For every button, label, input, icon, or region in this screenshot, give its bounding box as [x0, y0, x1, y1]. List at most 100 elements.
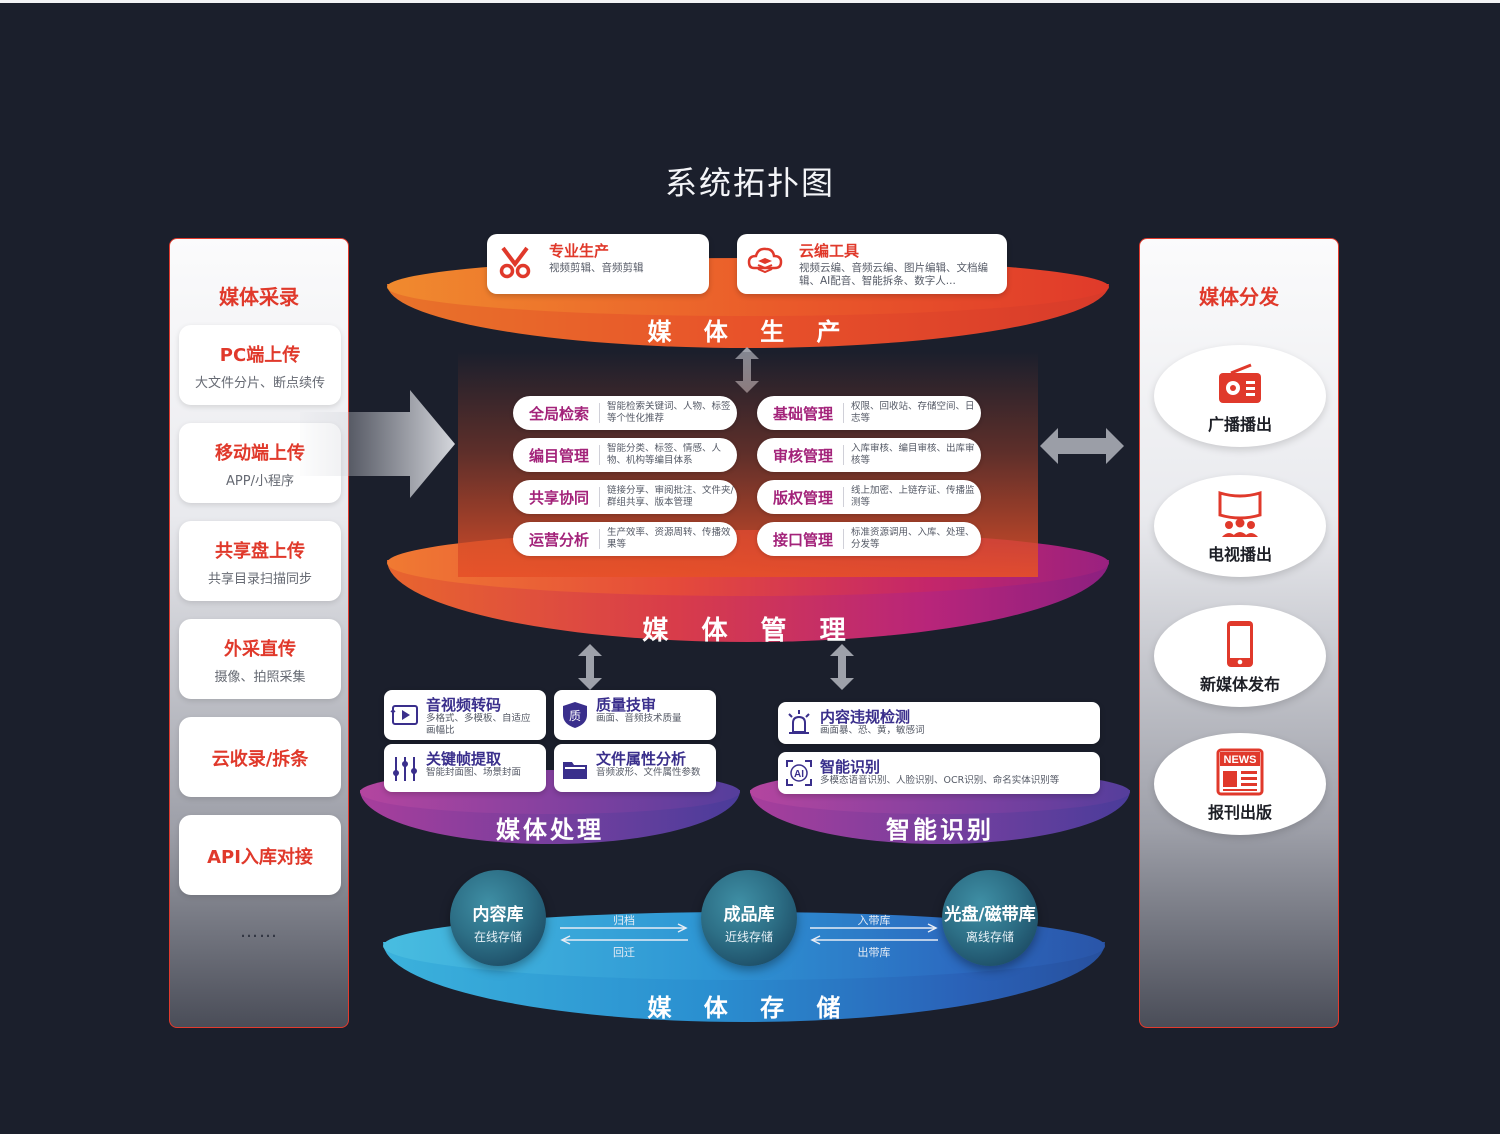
mgmt-item-desc: 权限、回收站、存储空间、日志等: [851, 401, 975, 424]
flow-archive-label: 归档: [613, 914, 635, 927]
feature-desc: 视频云编、音频云编、图片编辑、文档编辑、AI配音、智能拆条、数字人...: [799, 262, 988, 287]
dist-item-label: 广播播出: [1207, 415, 1272, 434]
mgmt-item-name: 版权管理: [773, 489, 834, 507]
storage-node-offline[interactable]: 光盘/磁带库 离线存储: [942, 870, 1038, 966]
capture-item-cloud[interactable]: 云收录/拆条: [179, 717, 341, 797]
mgmt-item-name: 接口管理: [773, 531, 834, 549]
capture-item-field[interactable]: 外采直传 摄像、拍照采集: [179, 619, 341, 699]
recog-item-title: 智能识别: [820, 758, 881, 776]
recog-item-desc: 多模态语音识别、人脸识别、OCR识别、命名实体识别等: [820, 775, 1060, 786]
proc-item-desc: 多格式、多模板、自适应画幅比: [426, 713, 531, 736]
distribution-panel-title: 媒体分发: [1199, 285, 1279, 309]
tape-flow-arrows: [810, 923, 938, 945]
storage-node-content[interactable]: 内容库 在线存储: [450, 870, 546, 966]
transcode-icon: [390, 705, 418, 725]
storage-node-sub: 在线存储: [473, 930, 522, 944]
mgmt-item-catalog[interactable]: 编目管理 智能分类、标签、情感、人物、机构等编目体系: [513, 438, 737, 472]
feature-pro-production[interactable]: 专业生产 视频剪辑、音频剪辑: [487, 234, 709, 294]
mgmt-item-search[interactable]: 全局检索 智能检索关键词、人物、标签等个性化推荐: [513, 396, 737, 430]
capture-more: ……: [240, 921, 278, 942]
quality-shield-icon-text: 质: [569, 709, 581, 723]
mgmt-item-desc: 生产效率、资源周转、传播效果等: [607, 527, 731, 550]
production-label: 媒 体 生 产: [647, 318, 853, 346]
top-divider: [0, 0, 1500, 3]
processing-label: 媒体处理: [496, 816, 604, 844]
mgmt-item-analytics[interactable]: 运营分析 生产效率、资源周转、传播效果等: [513, 522, 737, 556]
scissors-icon: [499, 246, 531, 279]
flow-tape-out-label: 出带库: [857, 946, 891, 959]
mgmt-item-name: 全局检索: [529, 405, 590, 423]
mgmt-item-desc: 标准资源调用、入库、处理、分发等: [851, 527, 975, 550]
storage-node-finished[interactable]: 成品库 近线存储: [701, 870, 797, 966]
storage-node-name: 内容库: [472, 905, 524, 925]
proc-item-quality[interactable]: 质 质量技审 画面、音频技术质量: [554, 690, 716, 740]
capture-item-title: 外采直传: [224, 639, 296, 660]
proc-item-desc: 画面、音频技术质量: [596, 713, 682, 724]
feature-desc: 视频剪辑、音频剪辑: [549, 262, 644, 274]
smartphone-icon: [1227, 621, 1253, 667]
mgmt-item-collab[interactable]: 共享协同 链接分享、审阅批注、文件夹/群组共享、版本管理: [513, 480, 737, 514]
dist-item-newmedia[interactable]: 新媒体发布: [1154, 605, 1326, 707]
dist-item-label: 报刊出版: [1207, 803, 1272, 822]
flow-restore-label: 回迁: [613, 946, 635, 959]
capture-item-pc[interactable]: PC端上传 大文件分片、断点续传: [179, 325, 341, 405]
mgmt-processing-link-arrow: [578, 644, 602, 690]
mgmt-item-desc: 线上加密、上链存证、传播监测等: [851, 485, 975, 508]
newspaper-icon-text: NEWS: [1224, 754, 1257, 766]
mgmt-item-desc: 智能分类、标签、情感、人物、机构等编目体系: [607, 443, 722, 466]
capture-item-title: 共享盘上传: [215, 541, 305, 562]
ai-scan-icon-text: AI: [794, 769, 804, 780]
dist-item-tv[interactable]: 电视播出: [1154, 475, 1326, 577]
archive-flow-arrows: [560, 923, 688, 945]
feature-title: 云编工具: [799, 242, 860, 260]
distribution-panel: 媒体分发 广播播出 电视播出 新媒体发布: [1139, 238, 1339, 1028]
mgmt-item-desc: 入库审核、编目审核、出库审核等: [851, 443, 975, 466]
mgmt-item-name: 编目管理: [529, 447, 590, 465]
sliders-icon: [393, 757, 417, 781]
dist-item-radio[interactable]: 广播播出: [1154, 345, 1326, 447]
capture-item-api[interactable]: API入库对接: [179, 815, 341, 895]
dist-item-press[interactable]: NEWS 报刊出版: [1154, 733, 1326, 835]
proc-item-transcode[interactable]: 音视频转码 多格式、多模板、自适应画幅比: [384, 690, 546, 740]
proc-item-title: 音视频转码: [426, 696, 502, 714]
recog-item-ai[interactable]: AI 智能识别 多模态语音识别、人脸识别、OCR识别、命名实体识别等: [778, 752, 1100, 794]
capture-item-title: 移动端上传: [215, 443, 305, 464]
flow-tape-in-label: 入带库: [857, 914, 891, 927]
capture-item-desc: 大文件分片、断点续传: [194, 376, 325, 391]
capture-item-share[interactable]: 共享盘上传 共享目录扫描同步: [179, 521, 341, 601]
quality-shield-icon: 质: [563, 702, 587, 728]
mgmt-item-name: 基础管理: [773, 405, 834, 423]
storage-node-sub: 离线存储: [965, 930, 1014, 944]
mgmt-item-review[interactable]: 审核管理 入库审核、编目审核、出库审核等: [757, 438, 981, 472]
distribution-arrow: [1040, 428, 1124, 464]
proc-item-title: 文件属性分析: [596, 750, 687, 768]
dist-item-label: 新媒体发布: [1199, 675, 1280, 694]
capture-panel-title: 媒体采录: [219, 285, 299, 309]
capture-item-desc: APP/小程序: [226, 474, 294, 489]
feature-title: 专业生产: [549, 242, 610, 260]
page-title: 系统拓扑图: [664, 164, 835, 202]
proc-item-fileattr[interactable]: 文件属性分析 音频波形、文件属性参数: [554, 744, 716, 792]
capture-item-title: API入库对接: [207, 847, 313, 868]
recog-item-desc: 画面暴、恐、黄，敏感词: [820, 725, 925, 736]
recognition-label: 智能识别: [886, 816, 994, 844]
management-label: 媒 体 管 理: [642, 616, 858, 646]
proc-item-keyframe[interactable]: 关键帧提取 智能封面图、场景封面: [384, 744, 546, 792]
ingest-arrow: [300, 390, 455, 498]
capture-item-title: PC端上传: [219, 345, 301, 366]
mgmt-item-name: 审核管理: [773, 447, 834, 465]
capture-item-title: 云收录/拆条: [211, 749, 309, 770]
recog-item-violation[interactable]: 内容违规检测 画面暴、恐、黄，敏感词: [778, 702, 1100, 744]
storage-node-name: 成品库: [723, 905, 775, 925]
feature-cloud-editing[interactable]: 云编工具 视频云编、音频云编、图片编辑、文档编辑、AI配音、智能拆条、数字人..…: [737, 234, 1007, 294]
storage-node-sub: 近线存储: [724, 930, 773, 944]
mgmt-item-api[interactable]: 接口管理 标准资源调用、入库、处理、分发等: [757, 522, 981, 556]
storage-label: 媒 体 存 储: [647, 994, 853, 1022]
mgmt-item-copyright[interactable]: 版权管理 线上加密、上链存证、传播监测等: [757, 480, 981, 514]
recog-item-title: 内容违规检测: [820, 708, 911, 726]
proc-item-desc: 智能封面图、场景封面: [426, 767, 522, 778]
proc-item-desc: 音频波形、文件属性参数: [596, 767, 701, 778]
mgmt-item-desc: 智能检索关键词、人物、标签等个性化推荐: [607, 401, 731, 424]
mgmt-item-basic[interactable]: 基础管理 权限、回收站、存储空间、日志等: [757, 396, 981, 430]
folder-icon: [563, 762, 587, 779]
